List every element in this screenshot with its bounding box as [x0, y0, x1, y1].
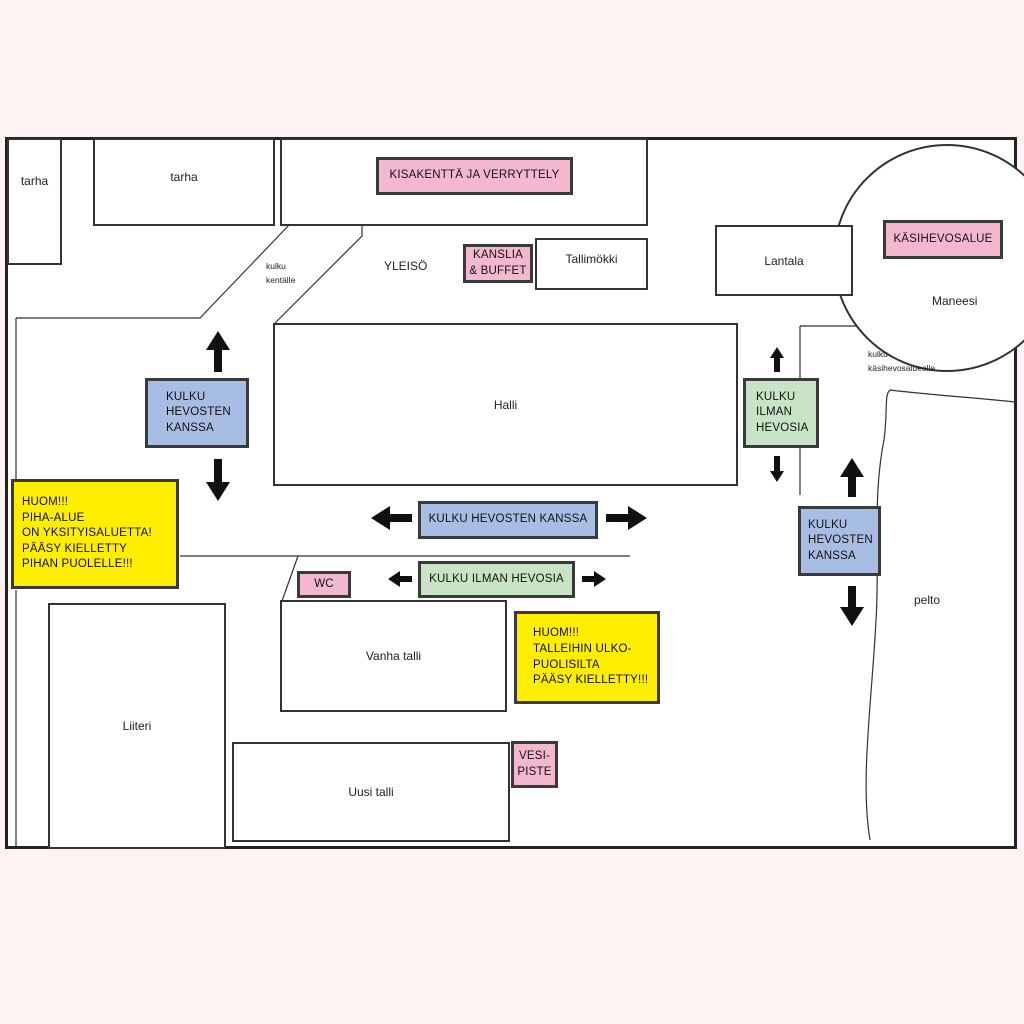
kulku-ilman-center-tag: KULKU ILMAN HEVOSIA — [418, 561, 575, 598]
kulku-kasihevosalueelle-label: kulku käsihevosalueelle — [868, 349, 936, 373]
vesipiste-tag: VESI- PISTE — [511, 741, 558, 788]
halli-building: Halli — [273, 323, 738, 486]
kulku-kentalle-label: kulku kentälle — [266, 261, 296, 285]
tallimokki-label: Tallimökki — [565, 252, 618, 266]
kulku-ilman-right-tag: KULKU ILMAN HEVOSIA — [743, 378, 819, 448]
vanha-talli-label: Vanha talli — [365, 649, 422, 663]
kasihevosalue-tag: KÄSIHEVOSALUE — [883, 220, 1003, 259]
lantala-building: Lantala — [715, 225, 853, 296]
maneesi-label: Maneesi — [932, 294, 978, 308]
halli-label: Halli — [493, 397, 518, 412]
kulku-hevosten-left-tag: KULKU HEVOSTEN KANSSA — [145, 378, 249, 448]
wc-tag: WC — [297, 571, 351, 598]
liiteri-building: Liiteri — [48, 603, 226, 849]
kanslia-buffet-tag: KANSLIA & BUFFET — [463, 244, 533, 283]
vanha-talli-building: Vanha talli — [280, 600, 507, 712]
tarha-left-label: tarha — [20, 174, 49, 188]
pelto-label: pelto — [914, 593, 941, 607]
kulku-hevosten-center-tag: KULKU HEVOSTEN KANSSA — [418, 501, 598, 539]
kulku-hevosten-right-tag: KULKU HEVOSTEN KANSSA — [798, 506, 881, 576]
huom-piha-notice: HUOM!!! PIHA-ALUE ON YKSITYISALUETTA! PÄ… — [11, 479, 179, 589]
kisakentta-tag: KISAKENTTÄ JA VERRYTTELY — [376, 157, 573, 195]
tarha-left-building: tarha — [7, 138, 62, 265]
huom-talli-notice: HUOM!!! TALLEIHIN ULKO- PUOLISILTA PÄÄSY… — [514, 611, 660, 704]
tarha-top-label: tarha — [170, 170, 198, 184]
tallimokki-building: Tallimökki — [535, 238, 648, 290]
uusi-talli-label: Uusi talli — [348, 785, 394, 799]
uusi-talli-building: Uusi talli — [232, 742, 510, 842]
yleiso-label: YLEISÖ — [384, 259, 428, 273]
liiteri-label: Liiteri — [122, 719, 152, 733]
lantala-label: Lantala — [764, 253, 804, 268]
tarha-top-building: tarha — [93, 138, 275, 226]
